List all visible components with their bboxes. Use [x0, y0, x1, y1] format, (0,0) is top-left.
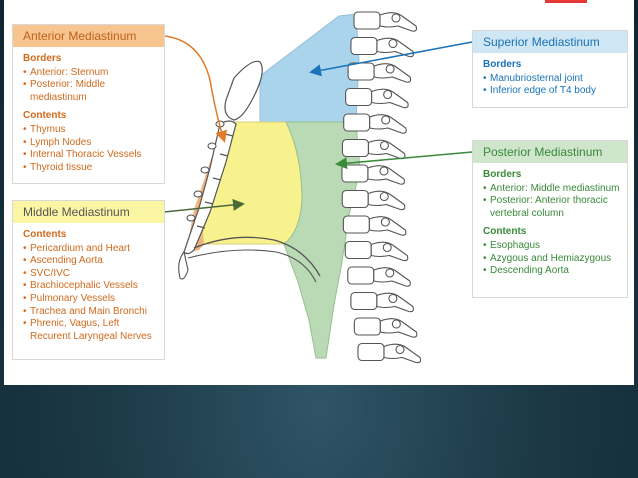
list-item: Anterior: Middle mediastinum	[483, 183, 621, 196]
list-item: Brachiocephalic Vessels	[23, 280, 158, 293]
list-item: Lymph Nodes	[23, 137, 158, 150]
vertebra	[353, 11, 418, 32]
vertebra	[344, 240, 409, 262]
list-item: Inferior edge of T4 body	[483, 85, 621, 98]
vertebra	[353, 317, 418, 338]
list-item: Posterior: Anterior thoracic vertebral c…	[483, 195, 621, 220]
anterior-borders-label: Borders	[23, 53, 62, 64]
vertebra	[341, 164, 405, 185]
list-item: SVC/IVC	[23, 268, 158, 281]
accent-mark	[545, 0, 587, 3]
anterior-arrow	[163, 35, 227, 143]
middle-mediastinum-box: Middle Mediastinum Contents Pericardium …	[12, 200, 165, 360]
anterior-contents-list: Thymus Lymph Nodes Internal Thoracic Ves…	[13, 124, 164, 174]
list-item: Phrenic, Vagus, Left Recurent Laryngeal …	[23, 318, 158, 343]
list-item: Posterior: Middle mediastinum	[23, 79, 158, 104]
list-item: Thyroid tissue	[23, 162, 158, 175]
middle-arrow	[163, 198, 245, 213]
pointer-arrows	[163, 35, 473, 213]
posterior-title: Posterior Mediastinum	[473, 141, 627, 163]
vertebra	[347, 266, 411, 287]
list-item: Esophagus	[483, 240, 621, 253]
vertebra	[343, 113, 407, 134]
list-item: Ascending Aorta	[23, 255, 158, 268]
superior-mediastinum-box: Superior Mediastinum Borders Manubrioste…	[472, 30, 628, 108]
posterior-borders-label: Borders	[483, 169, 522, 180]
anterior-borders-list: Anterior: Sternum Posterior: Middle medi…	[13, 67, 164, 105]
mediastinum-diagram	[178, 11, 422, 364]
diaphragm	[193, 236, 321, 277]
posterior-region	[283, 121, 361, 359]
vertebral-column	[341, 11, 422, 364]
list-item: Descending Aorta	[483, 265, 621, 278]
list-item: Pericardium and Heart	[23, 243, 158, 256]
superior-arrow	[309, 41, 473, 77]
posterior-mediastinum-box: Posterior Mediastinum Borders Anterior: …	[472, 140, 628, 298]
list-item: Manubriosternal joint	[483, 73, 621, 86]
slide: Anterior Mediastinum Borders Anterior: S…	[4, 0, 634, 385]
list-item: Anterior: Sternum	[23, 67, 158, 80]
vertebra	[347, 62, 412, 83]
superior-borders-label: Borders	[483, 59, 522, 70]
rib-segments	[178, 120, 225, 280]
vertebra	[342, 215, 407, 236]
superior-borders-list: Manubriosternal joint Inferior edge of T…	[473, 73, 627, 98]
anterior-title: Anterior Mediastinum	[13, 25, 164, 47]
posterior-contents-list: Esophagus Azygous and Hemiazygous Descen…	[473, 240, 627, 278]
list-item: Thymus	[23, 124, 158, 137]
posterior-contents-label: Contents	[483, 226, 527, 238]
vertebra	[341, 189, 406, 211]
list-item: Pulmonary Vessels	[23, 293, 158, 306]
middle-contents-label: Contents	[23, 229, 67, 240]
list-item: Internal Thoracic Vessels	[23, 149, 158, 162]
middle-contents-list: Pericardium and Heart Ascending Aorta SV…	[13, 243, 164, 344]
list-item: Trachea and Main Bronchi	[23, 306, 158, 319]
posterior-borders-list: Anterior: Middle mediastinum Posterior: …	[473, 183, 627, 221]
superior-title: Superior Mediastinum	[473, 31, 627, 53]
list-item: Azygous and Hemiazygous	[483, 253, 621, 266]
vertebra	[345, 87, 409, 109]
anterior-mediastinum-box: Anterior Mediastinum Borders Anterior: S…	[12, 24, 165, 184]
middle-title: Middle Mediastinum	[13, 201, 164, 223]
posterior-arrow	[335, 151, 473, 170]
anterior-contents-label: Contents	[23, 110, 67, 122]
vertebra	[357, 342, 422, 364]
vertebra	[350, 36, 415, 58]
vertebra	[350, 291, 414, 313]
